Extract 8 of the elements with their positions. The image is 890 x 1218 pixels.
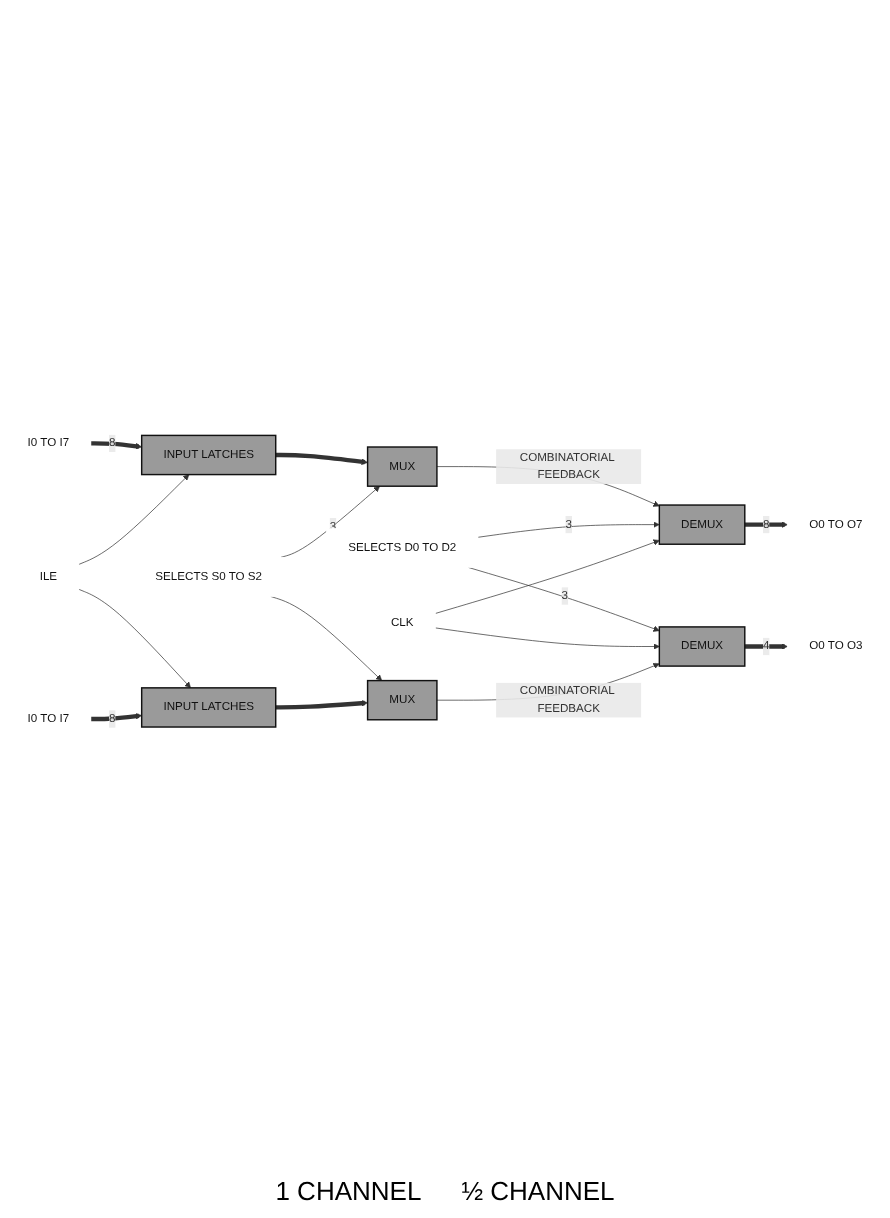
arrow xyxy=(90,713,142,722)
arrow xyxy=(744,522,788,529)
arrow xyxy=(744,644,788,651)
note-label: ½ CHANNEL xyxy=(461,1176,615,1206)
arrow xyxy=(275,700,368,711)
note-label: 1 CHANNEL xyxy=(275,1176,422,1206)
arrow xyxy=(90,442,142,451)
arrow xyxy=(275,453,368,466)
